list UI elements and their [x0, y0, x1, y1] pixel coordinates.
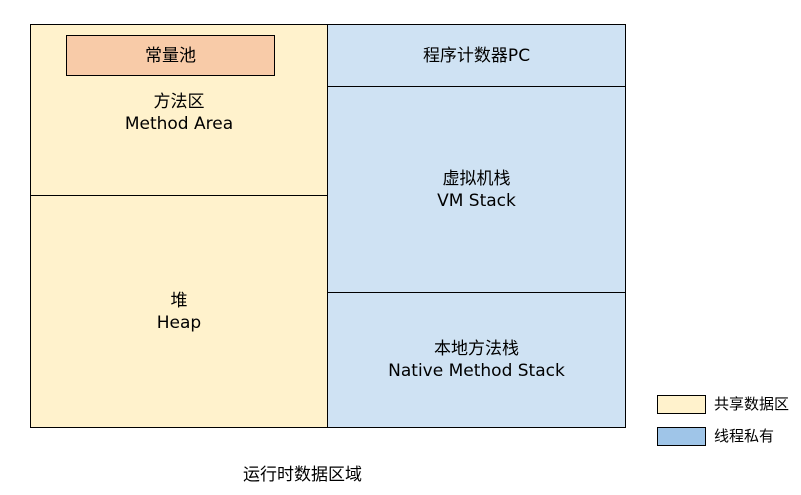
native-method-stack-block: 本地方法栈 Native Method Stack [327, 292, 626, 428]
legend-swatch-shared [657, 395, 706, 414]
heap-block: 堆 Heap [30, 195, 328, 428]
method-area-label-en: Method Area [124, 114, 234, 134]
legend-label-private: 线程私有 [714, 427, 775, 445]
legend-swatch-private [657, 427, 706, 446]
native-stack-label-zh: 本地方法栈 [434, 339, 519, 359]
constant-pool-label: 常量池 [145, 45, 196, 66]
diagram-caption: 运行时数据区域 [243, 465, 362, 485]
method-area-label-zh: 方法区 [153, 92, 205, 112]
heap-label-zh: 堆 [170, 290, 188, 311]
pc-register-label: 程序计数器PC [422, 45, 531, 66]
pc-register-block: 程序计数器PC [327, 24, 626, 87]
vm-stack-label-zh: 虚拟机栈 [442, 168, 511, 189]
vm-stack-block: 虚拟机栈 VM Stack [327, 86, 626, 293]
vm-stack-label-en: VM Stack [437, 190, 516, 211]
native-stack-label-en: Native Method Stack [388, 361, 565, 381]
legend-label-shared: 共享数据区 [714, 395, 790, 413]
constant-pool-block: 常量池 [66, 35, 275, 76]
heap-label-en: Heap [156, 312, 202, 333]
